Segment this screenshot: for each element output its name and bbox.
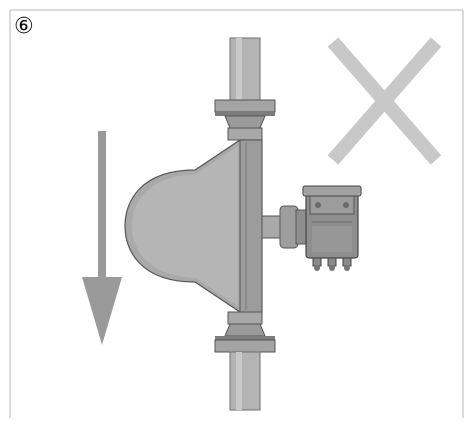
bottom-neck xyxy=(224,323,266,337)
coriolis-flowmeter-icon xyxy=(124,37,362,411)
cable-gland xyxy=(342,257,352,267)
cross-mark-icon xyxy=(327,37,442,165)
top-flange xyxy=(214,99,276,113)
cable-gland xyxy=(312,257,322,267)
bottom-flange xyxy=(214,339,276,353)
top-neck xyxy=(224,115,266,129)
top-pipe xyxy=(229,37,261,103)
step-number-label: ⑥ xyxy=(14,14,34,39)
bottom-pipe xyxy=(229,351,261,411)
electronics-housing xyxy=(302,185,362,271)
cable-gland xyxy=(327,257,337,267)
down-arrow-icon xyxy=(82,131,122,345)
body-side-plate xyxy=(239,139,263,313)
panel-border xyxy=(9,9,464,418)
